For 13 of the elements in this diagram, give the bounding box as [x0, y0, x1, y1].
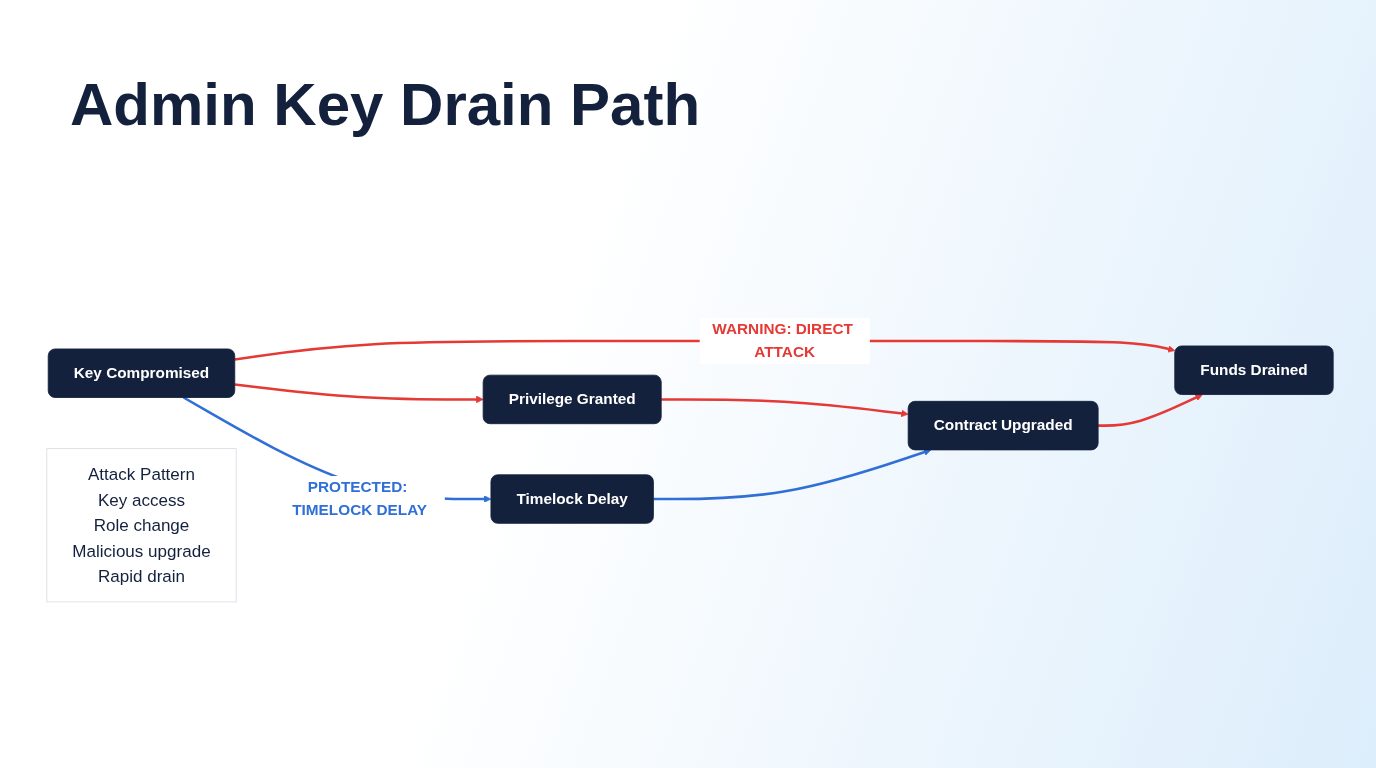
node-box: Key Compromised — [47, 348, 236, 398]
arrow — [653, 448, 932, 501]
arrow — [1098, 394, 1203, 427]
edge-label: PROTECTED: TIMELOCK DELAY — [292, 478, 428, 519]
node-box: Privilege Granted — [482, 374, 662, 425]
arrow — [661, 398, 909, 418]
edge-label: WARNING: DIRECT ATTACK — [712, 320, 853, 361]
node-box: Timelock Delay — [490, 474, 654, 524]
node-box: Funds Drained — [1174, 345, 1334, 395]
diagram-title: Admin Key Drain Path — [70, 70, 701, 139]
node-box: Contract Upgraded — [907, 400, 1099, 451]
arrow — [234, 383, 484, 404]
node-box: Attack Pattern Key access Role change Malicious upgrade Rapid drain — [46, 448, 237, 603]
